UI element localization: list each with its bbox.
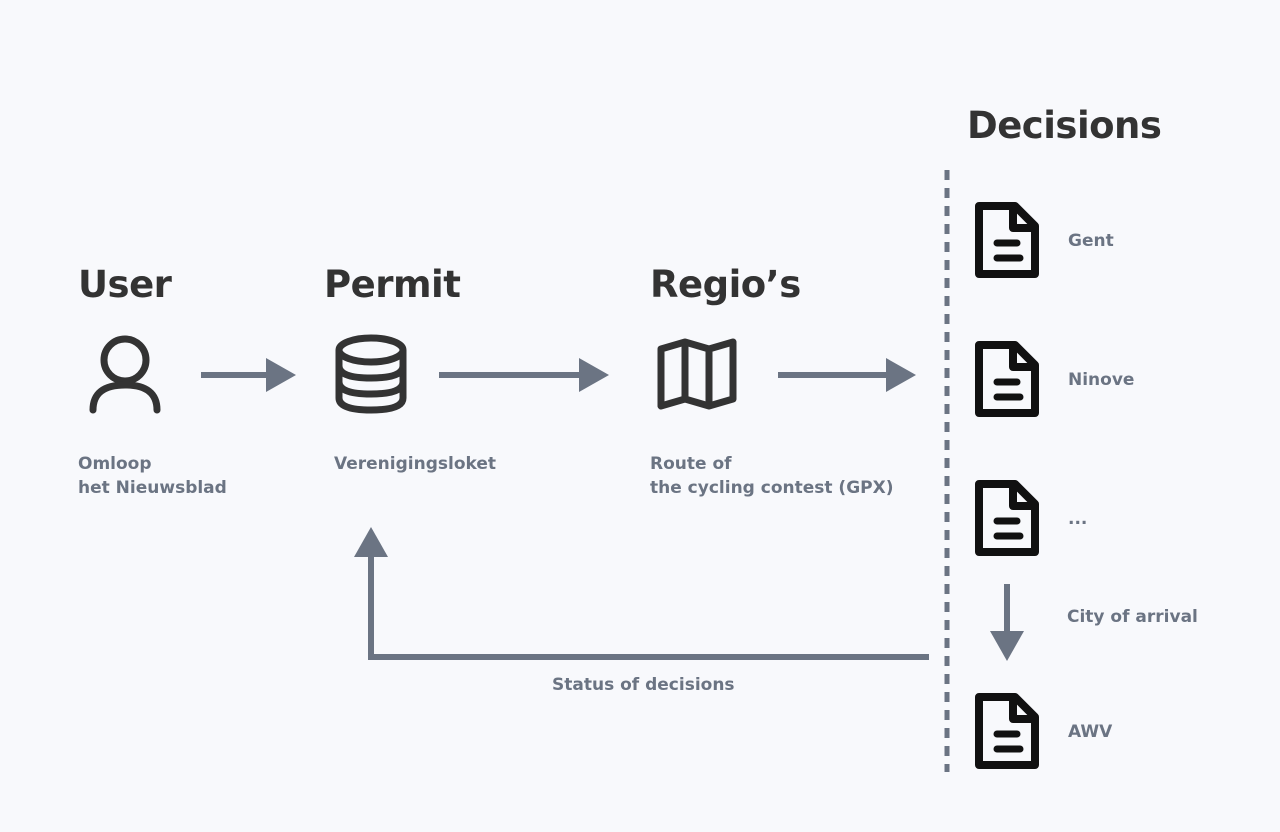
heading-regios: Regio’s xyxy=(650,263,801,306)
heading-user: User xyxy=(78,263,172,306)
caption-regios-line-2: the cycling contest (GPX) xyxy=(650,478,894,498)
caption-permit: Verenigingsloket xyxy=(334,452,496,476)
document-icon xyxy=(979,345,1035,413)
document-icon xyxy=(979,484,1035,552)
arrow-status-feedback xyxy=(354,527,929,660)
decision-label-awv: AWV xyxy=(1068,722,1113,742)
document-icon xyxy=(979,206,1035,274)
caption-user-line-1: Omloop xyxy=(78,454,152,474)
heading-permit: Permit xyxy=(324,263,461,306)
map-icon xyxy=(657,338,737,410)
caption-permit-line-1: Verenigingsloket xyxy=(334,454,496,474)
city-of-arrival-label: City of arrival xyxy=(1067,607,1198,627)
caption-regios-line-1: Route of xyxy=(650,454,732,474)
arrow-permit-to-regios xyxy=(439,358,609,392)
arrow-user-to-permit xyxy=(201,358,296,392)
decision-label-ninove: Ninove xyxy=(1068,370,1135,390)
caption-user: Omloop het Nieuwsblad xyxy=(78,452,227,500)
decision-label-gent: Gent xyxy=(1068,231,1114,251)
caption-user-line-2: het Nieuwsblad xyxy=(78,478,227,498)
arrow-city-of-arrival xyxy=(990,584,1024,661)
database-icon xyxy=(335,334,407,414)
status-of-decisions-label: Status of decisions xyxy=(552,675,735,695)
user-icon xyxy=(89,335,161,414)
decision-label-more: ... xyxy=(1068,509,1088,529)
caption-regios: Route of the cycling contest (GPX) xyxy=(650,452,894,500)
heading-decisions: Decisions xyxy=(967,104,1162,147)
document-icon xyxy=(979,697,1035,765)
arrow-regios-to-decisions xyxy=(778,358,916,392)
